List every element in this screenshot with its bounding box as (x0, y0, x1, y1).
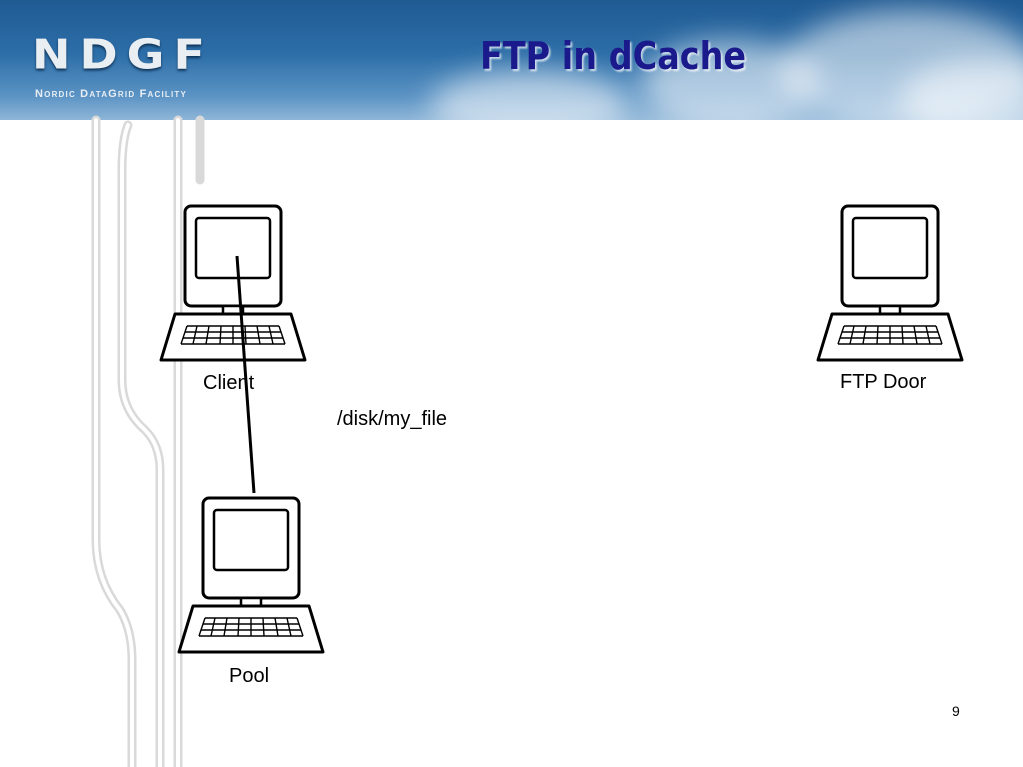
ndgf-logo: NDGF (32, 30, 214, 79)
pool-label: Pool (229, 665, 270, 687)
pool-computer-icon (177, 496, 325, 654)
slide-title: FTP in dCache (480, 34, 747, 78)
ftp-door-label: FTP Door (840, 371, 927, 393)
ftp-door-computer-icon (816, 204, 964, 362)
client-label: Client (203, 372, 255, 394)
slide-header: NDGF Nordic DataGrid Facility FTP in dCa… (0, 0, 1023, 120)
logo-subtitle: Nordic DataGrid Facility (35, 88, 187, 100)
client-computer-icon (159, 204, 307, 362)
client-pool-connection (235, 255, 256, 494)
file-path-label: /disk/my_file (337, 408, 448, 430)
page-number: 9 (952, 703, 960, 719)
